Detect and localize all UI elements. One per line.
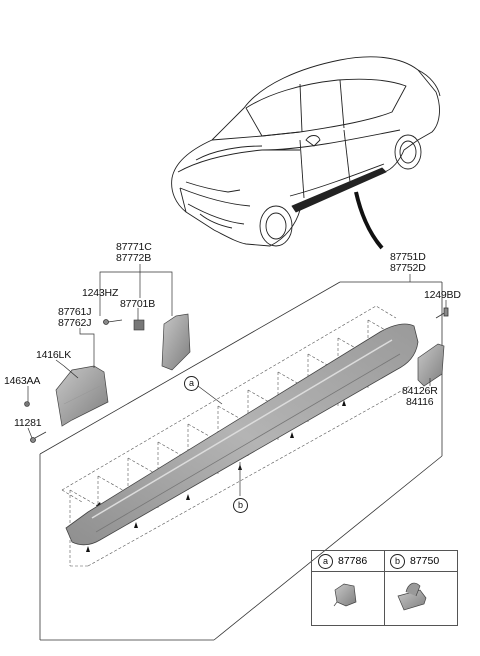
part-label-1463aa: 1463AA <box>4 375 41 387</box>
part-label-87761j: 87761J <box>58 306 92 318</box>
front-piece-87771c <box>161 313 191 371</box>
side-sill-moulding <box>65 323 419 546</box>
part-label-87701b: 87701B <box>120 298 156 310</box>
part-label-87751d: 87751D <box>390 251 426 263</box>
location-leader <box>354 191 384 250</box>
part-label-87752d: 87752D <box>390 262 426 274</box>
callout-a: a <box>184 376 199 391</box>
clip-87701b <box>133 319 145 331</box>
part-label-1416lk: 1416LK <box>36 349 72 361</box>
screw-11281 <box>30 431 47 443</box>
legend-callout-a: a <box>318 554 333 569</box>
vehicle-illustration <box>171 56 441 247</box>
part-label-87771c: 87771C <box>116 241 152 253</box>
legend-callout-b: b <box>390 554 405 569</box>
rear-piece-87761j <box>55 365 109 427</box>
label-leaders <box>27 264 431 496</box>
part-label-11281: 11281 <box>14 417 42 429</box>
part-label-84116: 84116 <box>406 396 434 408</box>
part-label-87772b: 87772B <box>116 252 152 264</box>
assembly-frame <box>39 281 443 641</box>
clip-legend: a 87786 b 87750 <box>311 550 458 626</box>
nut-1463aa <box>24 401 30 407</box>
part-label-87762j: 87762J <box>58 317 92 329</box>
part-label-1249bd: 1249BD <box>424 289 461 301</box>
legend-divider <box>384 551 385 625</box>
legend-part-87786: 87786 <box>338 555 368 567</box>
part-label-1243hz: 1243HZ <box>82 287 119 299</box>
rear-bracket-84126r <box>417 343 445 387</box>
legend-icons <box>333 582 427 611</box>
legend-part-87750: 87750 <box>410 555 440 567</box>
screw-1243hz <box>103 319 123 325</box>
part-label-84126r: 84126R <box>402 385 438 397</box>
callout-b: b <box>233 498 248 513</box>
